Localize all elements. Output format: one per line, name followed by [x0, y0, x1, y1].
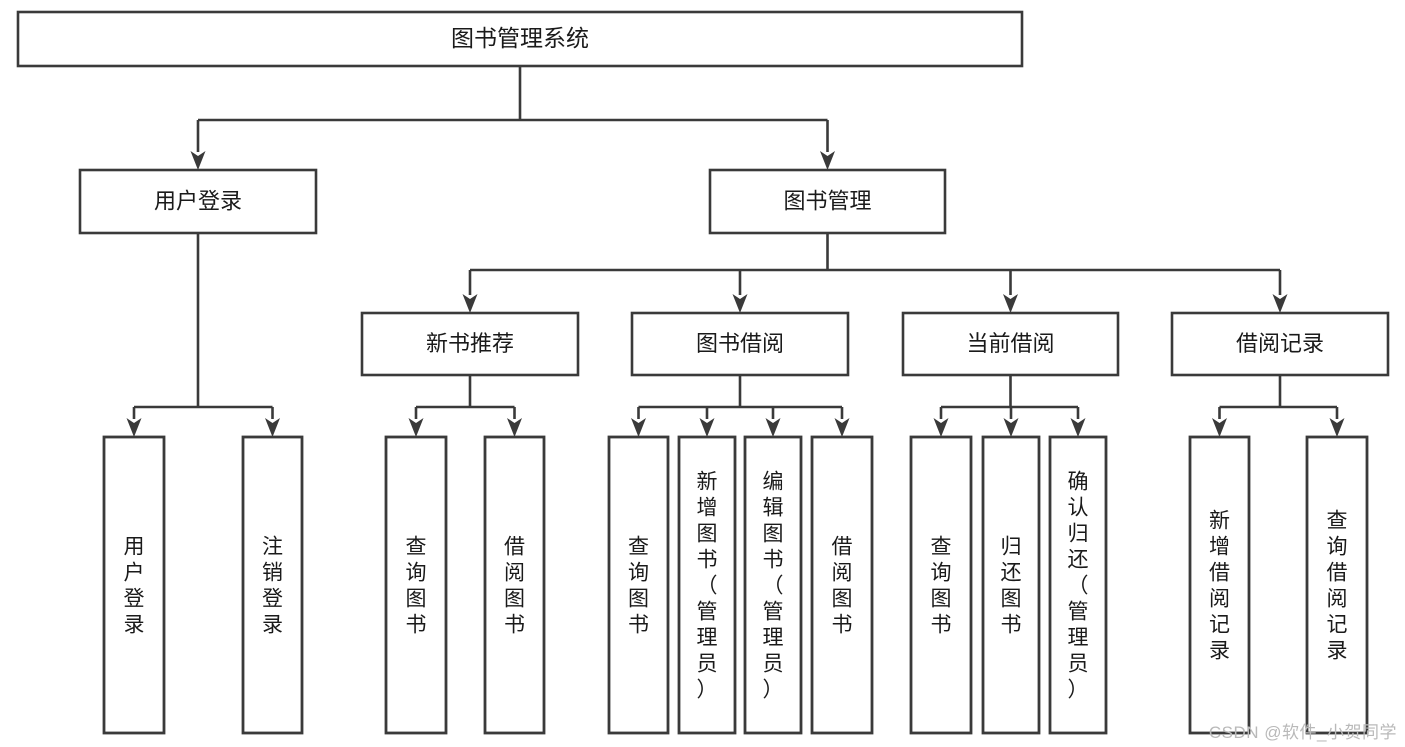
node-label: 查询图书	[628, 535, 649, 636]
node-box[interactable]	[810, 435, 874, 735]
node-图书借阅[interactable]: 图书借阅	[630, 311, 850, 377]
node-box[interactable]	[708, 168, 947, 235]
node-layer: 图书管理系统用户登录图书管理新书推荐图书借阅当前借阅借阅记录用户登录注销登录查询…	[16, 10, 1390, 735]
node-新增图书管理员[interactable]: 新增图书（管理员）	[677, 435, 737, 735]
node-label: 注销登录	[262, 535, 283, 636]
arrow-head-icon	[1212, 418, 1227, 437]
node-label: 图书借阅	[696, 331, 784, 356]
node-查询图书[interactable]: 查询图书	[384, 435, 448, 735]
node-label: 图书管理系统	[451, 25, 589, 51]
node-box[interactable]	[743, 435, 803, 735]
node-新增借阅记录[interactable]: 新增借阅记录	[1188, 435, 1251, 735]
arrow-head-icon	[765, 418, 781, 437]
node-确认归还管理员[interactable]: 确认归还（管理员）	[1048, 435, 1108, 735]
node-注销登录[interactable]: 注销登录	[241, 435, 304, 735]
arrow-head-icon	[1272, 294, 1288, 313]
node-box[interactable]	[384, 435, 448, 735]
arrow-head-icon	[462, 294, 478, 313]
edge-group	[462, 233, 1288, 313]
arrow-head-icon	[126, 418, 142, 437]
node-box[interactable]	[1188, 435, 1251, 735]
node-label: 当前借阅	[966, 331, 1054, 356]
node-label: 查询借阅记录	[1327, 509, 1348, 662]
node-借阅图书[interactable]: 借阅图书	[483, 435, 546, 735]
node-box[interactable]	[901, 311, 1120, 377]
connector-layer	[126, 66, 1345, 437]
node-归还图书[interactable]: 归还图书	[981, 435, 1041, 735]
node-box[interactable]	[981, 435, 1041, 735]
node-用户登录[interactable]: 用户登录	[102, 435, 166, 735]
node-box[interactable]	[630, 311, 850, 377]
node-box[interactable]	[1305, 435, 1369, 735]
arrow-head-icon	[732, 294, 748, 313]
node-查询图书[interactable]: 查询图书	[607, 435, 670, 735]
node-借阅记录[interactable]: 借阅记录	[1170, 311, 1390, 377]
node-box[interactable]	[102, 435, 166, 735]
node-box[interactable]	[677, 435, 737, 735]
arrow-head-icon	[1003, 418, 1019, 437]
node-用户登录[interactable]: 用户登录	[78, 168, 318, 235]
node-编辑图书管理员[interactable]: 编辑图书（管理员）	[743, 435, 803, 735]
arrow-head-icon	[933, 418, 949, 437]
node-label: 查询图书	[931, 535, 952, 636]
node-当前借阅[interactable]: 当前借阅	[901, 311, 1120, 377]
arrow-head-icon	[631, 418, 646, 437]
node-新书推荐[interactable]: 新书推荐	[360, 311, 580, 377]
node-查询借阅记录[interactable]: 查询借阅记录	[1305, 435, 1369, 735]
node-label: 编辑图书（管理员）	[763, 470, 784, 701]
node-box[interactable]	[16, 10, 1024, 68]
node-box[interactable]	[78, 168, 318, 235]
node-label: 借阅图书	[832, 535, 853, 636]
edge-group	[408, 375, 522, 437]
node-box[interactable]	[607, 435, 670, 735]
node-label: 借阅记录	[1236, 331, 1324, 356]
edge-group	[1212, 375, 1345, 437]
arrow-head-icon	[699, 418, 715, 437]
arrow-head-icon	[507, 418, 522, 437]
edge-group	[190, 66, 835, 170]
node-box[interactable]	[241, 435, 304, 735]
node-box[interactable]	[483, 435, 546, 735]
watermark: CSDN @软件_小贺同学	[1208, 723, 1397, 742]
arrow-head-icon	[408, 418, 424, 437]
node-图书管理系统[interactable]: 图书管理系统	[16, 10, 1024, 68]
edge-group	[933, 375, 1086, 437]
arrow-head-icon	[834, 418, 850, 437]
node-label: 图书管理	[783, 188, 871, 213]
arrow-head-icon	[265, 418, 280, 437]
node-box[interactable]	[360, 311, 580, 377]
node-label: 用户登录	[124, 535, 145, 636]
node-图书管理[interactable]: 图书管理	[708, 168, 947, 235]
edge-group	[126, 233, 280, 437]
node-label: 确认归还（管理员）	[1068, 470, 1089, 701]
node-label: 新增借阅记录	[1209, 509, 1230, 662]
arrow-head-icon	[1070, 418, 1086, 437]
arrow-head-icon	[1329, 418, 1345, 437]
arrow-head-icon	[190, 151, 206, 170]
node-借阅图书[interactable]: 借阅图书	[810, 435, 874, 735]
edge-group	[631, 375, 850, 437]
node-label: 用户登录	[154, 188, 242, 213]
node-查询图书[interactable]: 查询图书	[909, 435, 973, 735]
arrow-head-icon	[1003, 294, 1018, 313]
node-label: 归还图书	[1001, 535, 1022, 636]
node-label: 新增图书（管理员）	[697, 470, 718, 701]
node-box[interactable]	[1048, 435, 1108, 735]
node-box[interactable]	[909, 435, 973, 735]
node-label: 新书推荐	[426, 331, 514, 356]
node-label: 借阅图书	[504, 535, 525, 636]
node-label: 查询图书	[406, 535, 427, 636]
arrow-head-icon	[820, 151, 835, 170]
node-box[interactable]	[1170, 311, 1390, 377]
